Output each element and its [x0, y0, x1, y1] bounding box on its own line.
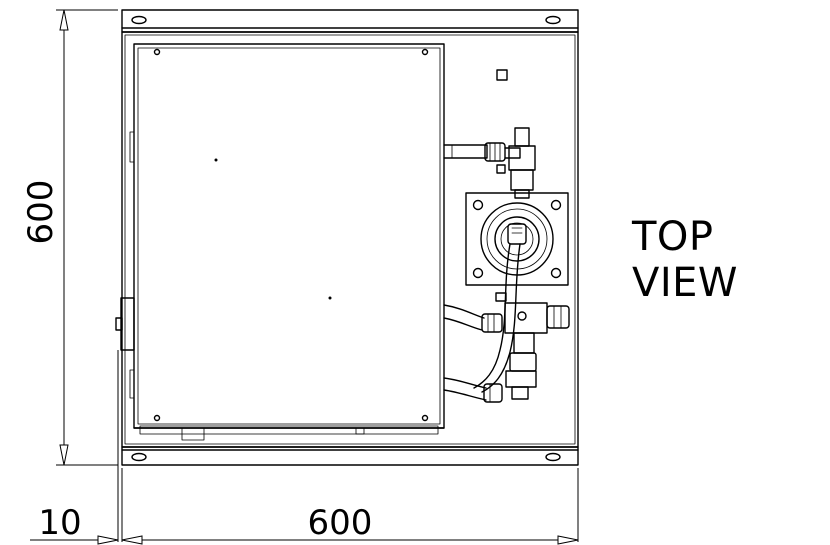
bottom-flange — [121, 446, 579, 466]
top-left-slot-icon — [131, 15, 147, 25]
height-dimension — [56, 9, 118, 466]
back-plate — [121, 31, 579, 448]
bottom-right-slot-icon — [545, 452, 561, 462]
width-dimension — [30, 350, 579, 545]
top-flange — [121, 9, 579, 33]
center-hose — [473, 243, 521, 393]
middle-hose — [443, 304, 503, 333]
bolt-icon — [472, 199, 484, 211]
bolt-icon — [472, 267, 484, 279]
cable-gland-icon — [181, 427, 205, 441]
screw-icon — [153, 414, 161, 422]
side-latch — [115, 297, 135, 351]
width-dimension-value: 600 — [308, 503, 373, 543]
height-dimension-value: 600 — [21, 180, 61, 245]
screw-icon — [153, 48, 161, 56]
upper-hose — [443, 142, 521, 162]
bolt-icon — [550, 199, 562, 211]
hose-fitting-icon — [507, 223, 527, 245]
indicator-square-icon — [496, 69, 508, 81]
enclosure-box — [129, 43, 445, 441]
bolt-icon — [550, 267, 562, 279]
view-label: TOP VIEW — [632, 214, 738, 306]
bottom-left-slot-icon — [131, 452, 147, 462]
upper-valve — [508, 127, 536, 199]
lower-valve — [495, 292, 570, 400]
bottom-hose — [443, 377, 503, 403]
screw-icon — [421, 48, 429, 56]
indicator-square-icon — [496, 164, 506, 174]
top-right-slot-icon — [545, 15, 561, 25]
offset-dimension-value: 10 — [38, 503, 81, 543]
screw-icon — [421, 414, 429, 422]
